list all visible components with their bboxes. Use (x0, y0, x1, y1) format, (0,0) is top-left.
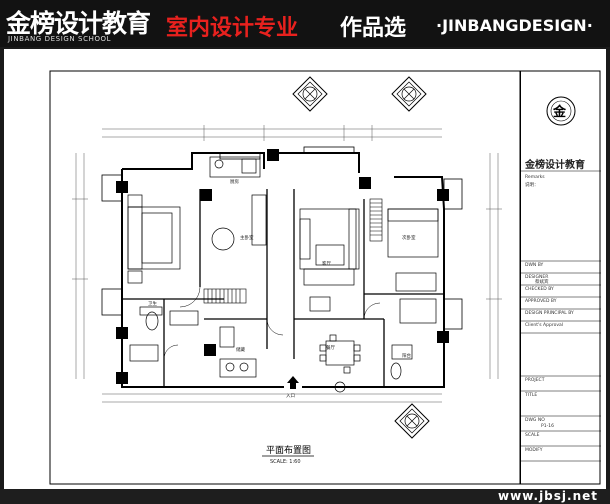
field-modify: MODIFY (525, 448, 543, 453)
compass-rosette-right (391, 76, 427, 112)
header-banner: 金榜设计教育 JINBANG DESIGN SCHOOL 室内设计专业 作品选 … (0, 0, 610, 47)
bathroom-fixtures (129, 306, 413, 380)
room-label-master-bedroom: 主卧室 (240, 234, 254, 241)
interior-walls (122, 189, 444, 387)
remarks-cn: 说明： (525, 183, 539, 188)
entrance-label: 入口 (286, 393, 295, 399)
second-bedroom-furniture (387, 208, 439, 324)
room-label-bathroom: 卫生 (148, 300, 157, 307)
tagline-major: 室内设计专业 (166, 16, 299, 41)
field-scale: SCALE (525, 433, 540, 438)
living-room-furniture (299, 208, 360, 312)
drawing-title: 平面布置图 (266, 444, 311, 456)
title-block-grid: 金 (521, 96, 601, 462)
floor-plan-drawing: 厨房 主卧室 客厅 次卧室 卫生 餐厅 阳台 储藏 入口 平面布置图 SCALE… (49, 70, 601, 485)
room-label-second-bedroom: 次卧室 (402, 234, 416, 241)
title-block-logo: 金榜设计教育 (525, 160, 585, 171)
field-dwg-no: DWG NO (525, 418, 545, 423)
room-label-kitchen: 厨房 (230, 178, 239, 185)
kitchen-top-fixtures (209, 156, 261, 178)
dining-furniture (319, 334, 361, 393)
field-design-principal: DESIGN PRINCIPAL BY (525, 311, 574, 316)
master-bedroom-furniture (127, 194, 267, 284)
kitchen-lower-fixtures (219, 326, 257, 378)
field-title: TITLE (525, 393, 538, 398)
room-label-dining: 餐厅 (326, 344, 335, 351)
field-designer: DESIGNER (525, 275, 549, 280)
title-block: 金 金榜设计教育 Remarks 说明： DWN BY DESIGNE (520, 71, 601, 484)
dwg-no-value: P1-16 (541, 424, 554, 429)
field-checked-by: CHECKED BY (525, 287, 554, 292)
compass-rosette-left (292, 76, 328, 112)
footer-bar: www.jbsj.net (0, 489, 610, 504)
brand-logo-en: JINBANG DESIGN SCHOOL (8, 35, 112, 43)
compass-rosette-bottom (394, 403, 430, 439)
tagline-works: 作品选 (340, 16, 407, 41)
footer-url: www.jbsj.net (498, 489, 598, 503)
designer-name: 蔡斌宾 (535, 280, 549, 285)
brand-logo-cn: 金榜设计教育 (6, 9, 151, 38)
drawing-scale: SCALE: 1:60 (270, 459, 301, 465)
svg-text:金: 金 (552, 104, 567, 120)
room-label-living: 客厅 (322, 260, 331, 267)
brand-right: ·JINBANGDESIGN· (436, 16, 593, 35)
wardrobe-hatch (203, 198, 383, 304)
room-label-balcony: 阳台 (402, 352, 411, 359)
drawing-sheet: 厨房 主卧室 客厅 次卧室 卫生 餐厅 阳台 储藏 入口 平面布置图 SCALE… (4, 49, 606, 489)
field-approved-by: APPROVED BY (525, 299, 557, 304)
outer-walls (121, 152, 445, 388)
entrance-arrow-icon (287, 376, 299, 389)
field-client-approval: Client's Approval (525, 323, 564, 328)
field-project: PROJECT (525, 378, 545, 383)
field-dwn-by: DWN BY (525, 263, 544, 268)
windows (101, 146, 463, 330)
structural-columns (116, 149, 449, 384)
dimension-lines (72, 125, 502, 403)
remarks-en: Remarks (525, 175, 545, 180)
room-label-storage: 储藏 (236, 346, 245, 353)
door-swings (163, 286, 381, 360)
